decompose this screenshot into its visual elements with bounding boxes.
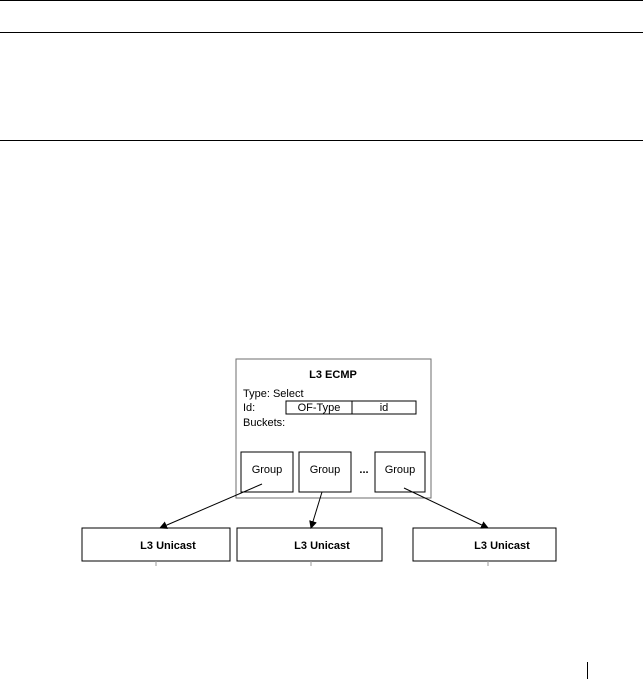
ecmp-title: L3 ECMP	[309, 369, 357, 381]
id-field-id-box	[351, 400, 417, 415]
id-field-of-type: OF-Type	[298, 402, 341, 414]
ecmp-buckets-label: Buckets:	[243, 417, 285, 429]
arrow-group-3-to-unicast-3	[403, 487, 489, 529]
header-rule-upper	[0, 32, 643, 33]
ecmp-type-text: Type: Select	[243, 388, 304, 400]
ecmp-id-label: Id:	[243, 402, 255, 414]
id-field-id: id	[380, 402, 389, 414]
bucket-group-1-label: Group	[252, 464, 283, 476]
bucket-ellipsis: ...	[359, 464, 368, 476]
unicast-2-box	[236, 527, 383, 562]
arrow-group-2-to-unicast-2	[309, 491, 323, 529]
unicast-2-label: L3 Unicast	[294, 540, 350, 552]
unicast-1-label: L3 Unicast	[140, 540, 196, 552]
arrow-group-1-to-unicast-1	[159, 483, 263, 529]
bucket-group-2-box	[298, 451, 352, 493]
bucket-group-3-label: Group	[385, 464, 416, 476]
unicast-3-box	[412, 527, 557, 562]
top-rule	[0, 0, 643, 1]
header-rule-lower	[0, 140, 643, 141]
unicast-3-label: L3 Unicast	[474, 540, 530, 552]
bucket-group-3-box	[374, 451, 426, 493]
footer-page-marker	[587, 662, 588, 679]
bucket-group-2-label: Group	[310, 464, 341, 476]
bucket-group-1-box	[240, 451, 294, 493]
